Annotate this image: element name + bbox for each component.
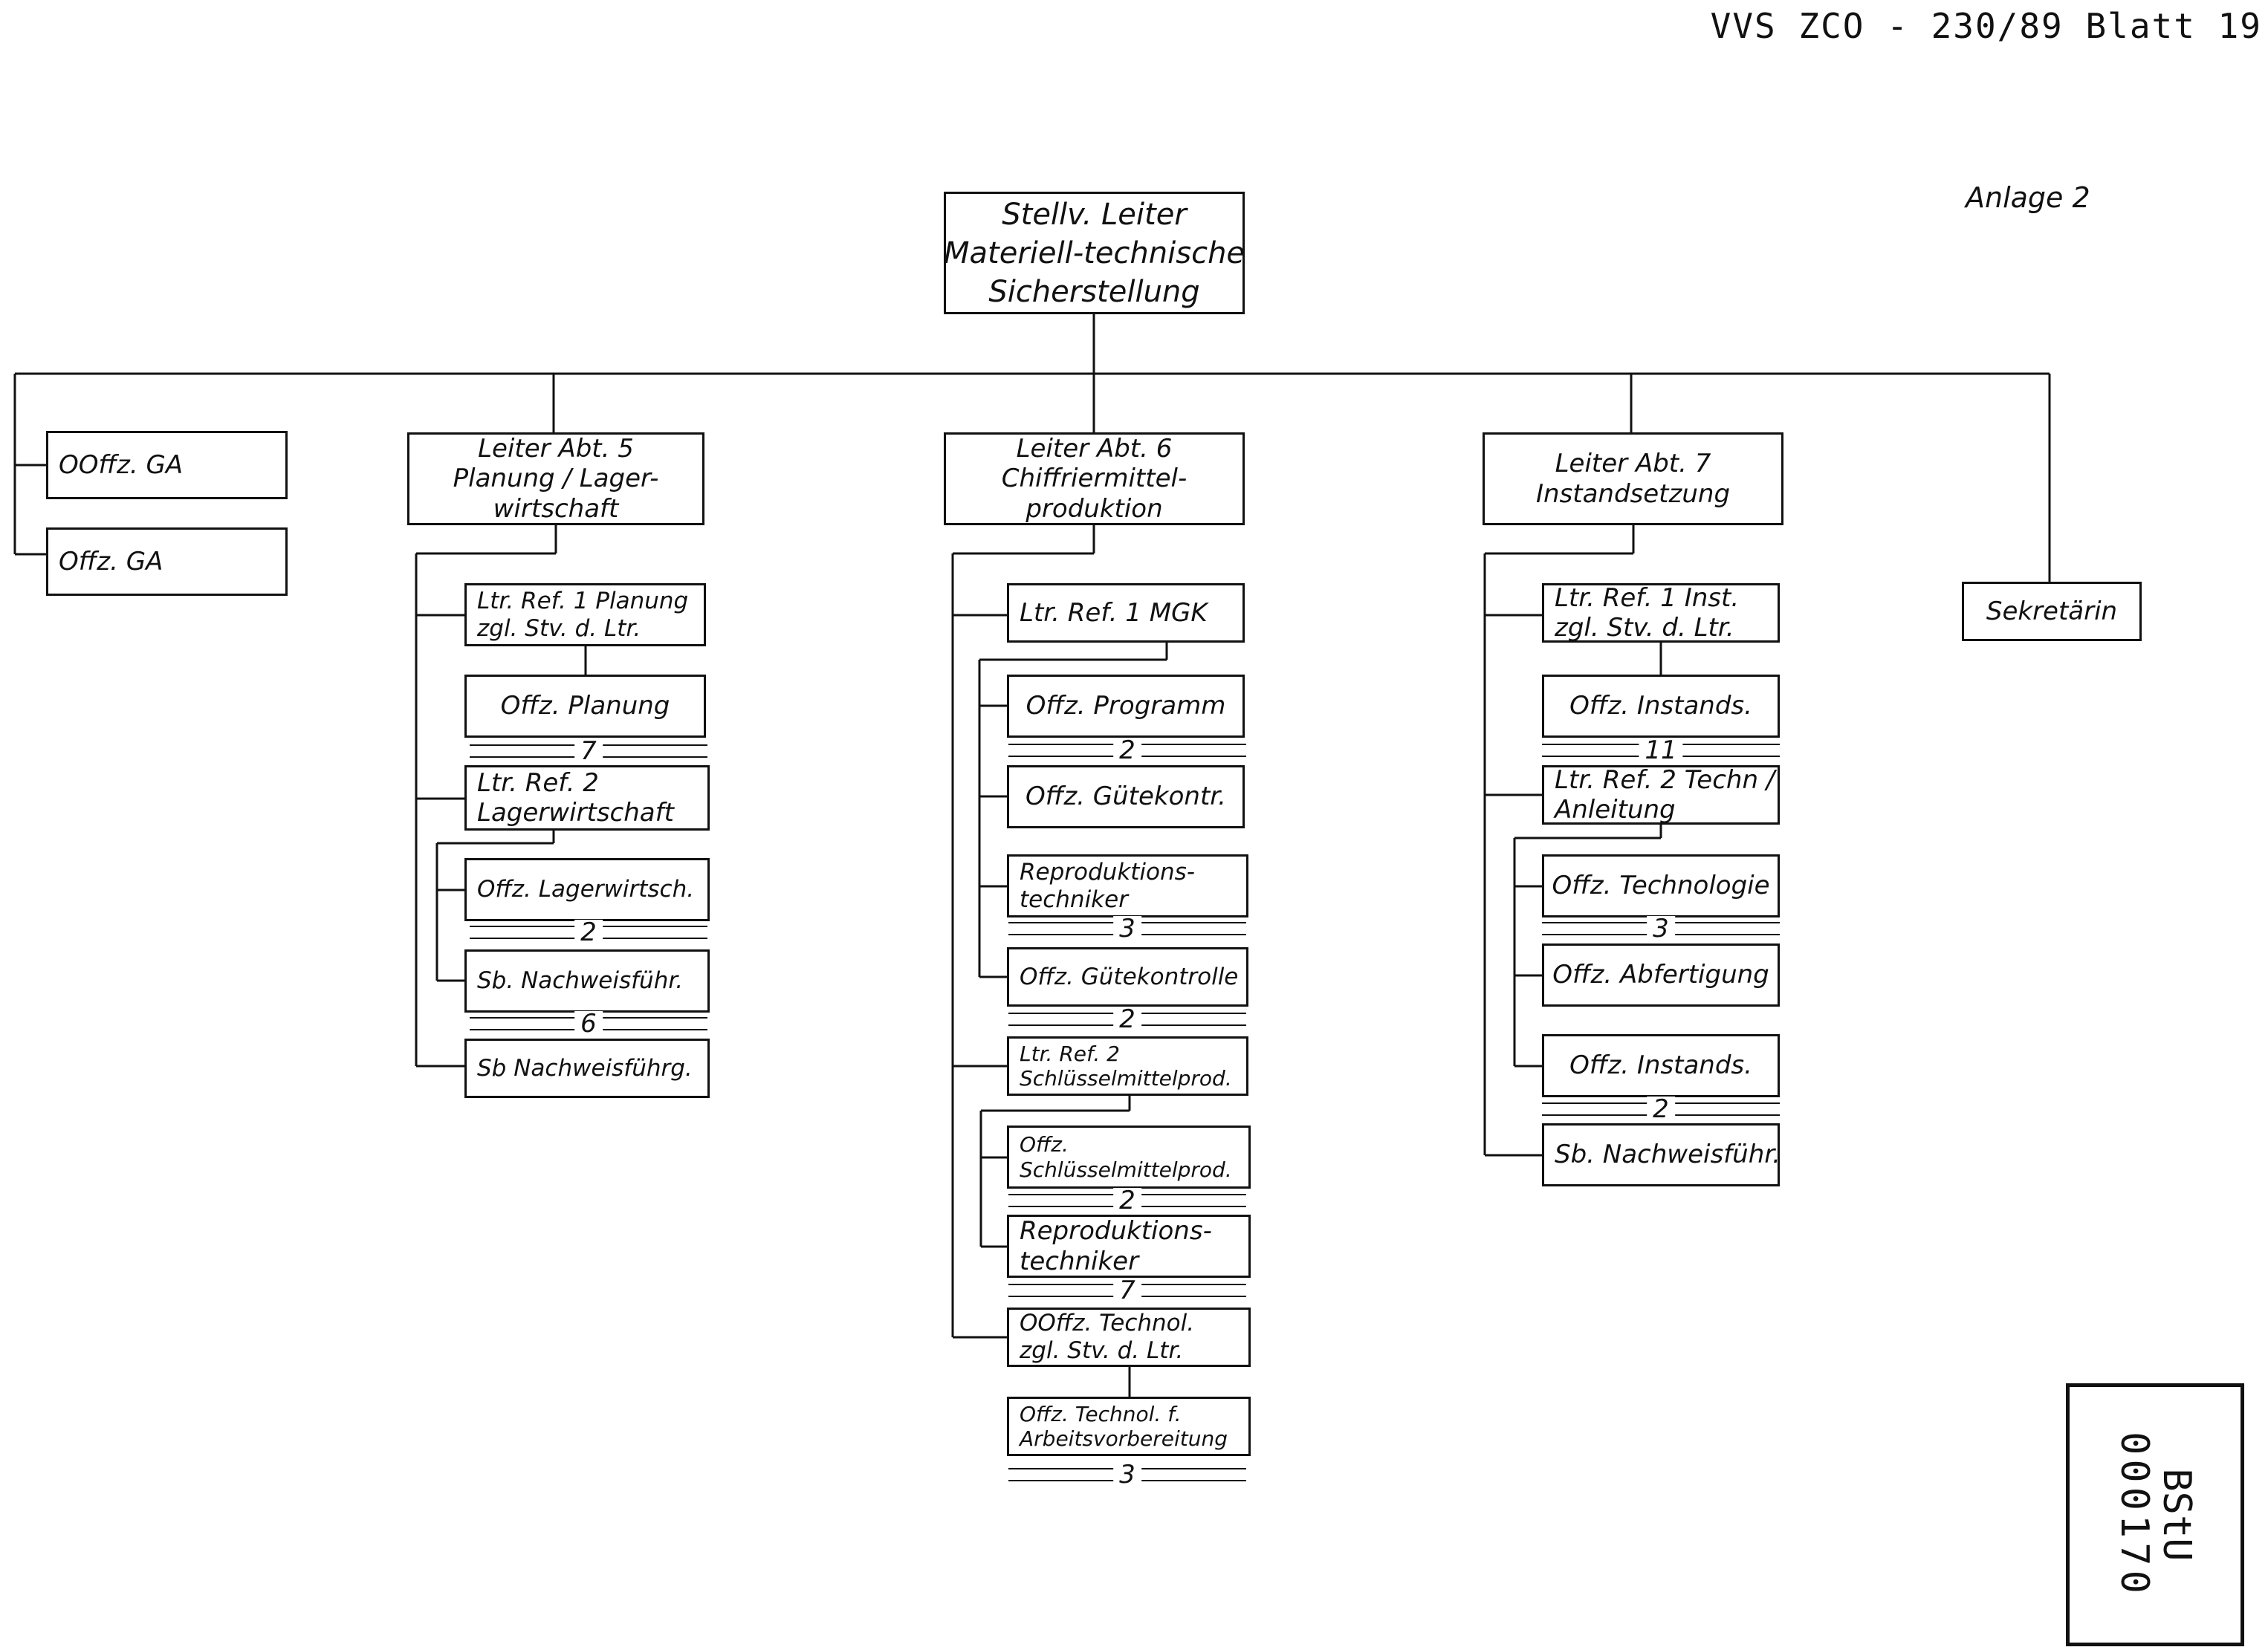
org-box-line: Schlüsselmittelprod.: [1020, 1066, 1232, 1091]
org-box-line: zgl. Stv. d. Ltr.: [1020, 1337, 1184, 1364]
archive-stamp-number: 000170: [2112, 1432, 2157, 1598]
staff-count-a6-repro1: 3: [1113, 916, 1141, 941]
org-box-a6-guete1: Offz. Gütekontr.: [1007, 765, 1245, 828]
org-box-a7-ref2: Ltr. Ref. 2 Techn /Anleitung: [1542, 765, 1780, 825]
org-box-a7-inst2: Offz. Instands.: [1542, 1034, 1780, 1097]
org-box-a7-inst1: Offz. Instands.: [1542, 675, 1780, 738]
staff-count-a7-inst2: 2: [1647, 1097, 1675, 1122]
org-box-line: Reproduktions-: [1020, 858, 1195, 886]
org-box-a6-prog: Offz. Programm: [1007, 675, 1245, 738]
org-box-line: Offz. Abfertigung: [1552, 960, 1769, 990]
org-box-line: Offz. Technologie: [1552, 871, 1770, 901]
org-box-line: Materiell-technische: [944, 236, 1245, 270]
org-box-line: Arbeitsvorbereitung: [1020, 1426, 1228, 1451]
staff-count-a7-tech: 3: [1647, 916, 1675, 941]
org-box-a7-abf: Offz. Abfertigung: [1542, 943, 1780, 1007]
org-box-line: Lagerwirtschaft: [477, 798, 674, 828]
org-box-line: techniker: [1020, 886, 1128, 913]
org-box-a5-sb1: Sb. Nachweisführ.: [464, 949, 710, 1013]
org-box-line: zgl. Stv. d. Ltr.: [477, 614, 641, 642]
org-box-line: OOffz. Technol.: [1020, 1310, 1195, 1337]
org-box-line: Ltr. Ref. 2: [1020, 1041, 1120, 1066]
staff-count-a6-schl: 2: [1113, 1188, 1141, 1213]
org-box-offz-ga: Offz. GA: [46, 527, 288, 596]
org-box-a5-sb2: Sb Nachweisführg.: [464, 1039, 710, 1098]
org-box-line: Sb. Nachweisführ.: [477, 967, 684, 995]
org-box-line: Offz. Gütekontr.: [1026, 782, 1226, 812]
staff-count-a5-sb1: 6: [574, 1011, 603, 1036]
org-box-line: Ltr. Ref. 1 MGK: [1020, 597, 1208, 628]
org-box-a7-ref1: Ltr. Ref. 1 Inst.zgl. Stv. d. Ltr.: [1542, 583, 1780, 643]
org-box-line: wirtschaft: [493, 493, 619, 524]
org-box-line: Offz. Instands.: [1569, 691, 1752, 721]
org-box-line: Ltr. Ref. 2 Techn /: [1555, 765, 1775, 795]
org-box-line: Offz. Technol. f.: [1020, 1401, 1182, 1426]
staff-count-a6-prog: 2: [1113, 738, 1141, 763]
org-box-line: Offz. Instands.: [1569, 1050, 1752, 1081]
org-box-line: Anleitung: [1555, 795, 1676, 825]
org-box-line: Chiffriermittel-: [1001, 464, 1188, 494]
org-box-line: Offz. Gütekontrolle: [1020, 963, 1239, 990]
org-box-line: Ltr. Ref. 1 Inst.: [1555, 583, 1740, 613]
org-box-line: Sicherstellung: [988, 274, 1200, 309]
org-box-line: Ltr. Ref. 2: [477, 767, 599, 798]
org-box-a6-techarb: Offz. Technol. f.Arbeitsvorbereitung: [1007, 1397, 1251, 1456]
org-box-line: Schlüsselmittelprod.: [1020, 1157, 1232, 1182]
org-box-line: zgl. Stv. d. Ltr.: [1555, 613, 1734, 643]
org-box-line: Leiter Abt. 7: [1555, 449, 1711, 479]
org-box-line: Offz.: [1020, 1132, 1069, 1157]
document-reference: VVS ZCO - 230/89 Blatt 19: [1710, 6, 2262, 46]
org-box-line: Offz. Programm: [1026, 691, 1226, 721]
org-box-line: Instandsetzung: [1535, 478, 1731, 509]
org-box-a6-schl: Offz.Schlüsselmittelprod.: [1007, 1126, 1251, 1189]
org-box-line: techniker: [1020, 1246, 1139, 1276]
org-box-a5-lager: Offz. Lagerwirtsch.: [464, 858, 710, 921]
org-box-line: Stellv. Leiter: [1002, 197, 1187, 232]
archive-stamp-text: BStU 000170: [2112, 1432, 2200, 1598]
org-box-oofz-ga: OOffz. GA: [46, 431, 288, 499]
org-box-a5-planung: Offz. Planung: [464, 675, 706, 738]
org-box-sekretaerin: Sekretärin: [1962, 582, 2142, 641]
org-box-line: Leiter Abt. 6: [1016, 434, 1173, 464]
org-box-a6-oofz: OOffz. Technol.zgl. Stv. d. Ltr.: [1007, 1308, 1251, 1367]
org-box-line: produktion: [1026, 493, 1163, 524]
org-box-line: Ltr. Ref. 1 Planung: [477, 587, 689, 614]
staff-count-a6-techarb: 3: [1113, 1462, 1141, 1487]
org-box-line: Leiter Abt. 5: [478, 434, 634, 464]
org-box-line: Sb Nachweisführg.: [477, 1054, 693, 1082]
org-box-line: Offz. GA: [59, 546, 163, 576]
org-box-line: OOffz. GA: [59, 449, 184, 480]
org-box-line: Offz. Lagerwirtsch.: [477, 876, 695, 903]
org-box-a7-sb: Sb. Nachweisführ.: [1542, 1123, 1780, 1186]
staff-count-a6-repro2: 7: [1113, 1278, 1141, 1303]
staff-count-a7-inst1: 11: [1639, 738, 1683, 763]
org-box-line: Sekretärin: [1986, 596, 2118, 626]
staff-count-a6-guete2: 2: [1113, 1007, 1141, 1032]
annex-label: Anlage 2: [1966, 181, 2090, 214]
archive-stamp: BStU 000170: [2066, 1383, 2244, 1646]
org-box-line: Planung / Lager-: [453, 464, 659, 494]
org-box-a6-guete2: Offz. Gütekontrolle: [1007, 947, 1248, 1007]
org-box-line: Reproduktions-: [1020, 1216, 1212, 1247]
org-box-a6-ref1: Ltr. Ref. 1 MGK: [1007, 583, 1245, 643]
org-box-line: Offz. Planung: [500, 691, 670, 721]
org-box-a6-repro2: Reproduktions-techniker: [1007, 1215, 1251, 1278]
staff-count-a5-planung: 7: [574, 738, 603, 764]
org-box-a6-repro1: Reproduktions-techniker: [1007, 854, 1248, 917]
org-box-line: Sb. Nachweisführ.: [1555, 1140, 1780, 1170]
archive-stamp-label: BStU: [2154, 1468, 2200, 1562]
org-box-a7-tech: Offz. Technologie: [1542, 854, 1780, 917]
staff-count-a5-lager: 2: [574, 920, 603, 945]
